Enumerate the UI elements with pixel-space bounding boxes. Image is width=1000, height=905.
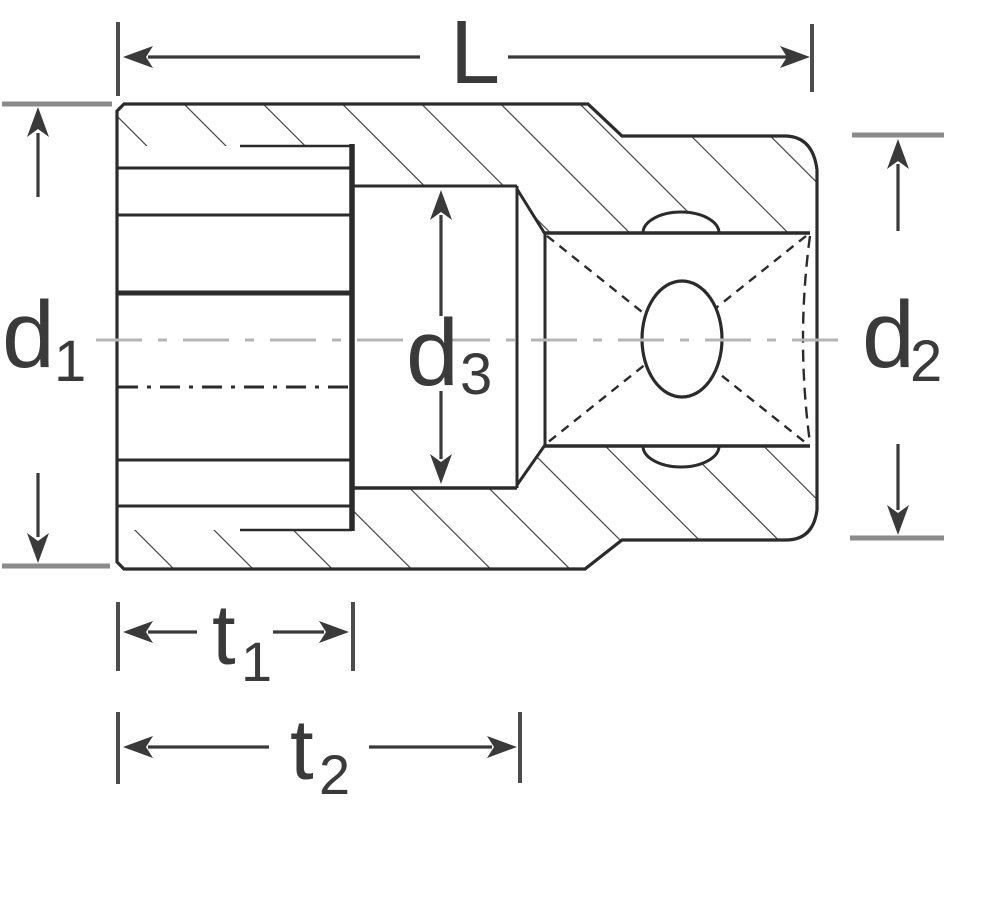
dim-label-base: d	[2, 282, 55, 388]
dim-label-L: L	[450, 3, 500, 103]
dimension-ticks	[116, 22, 814, 784]
arrowhead-down-icon	[887, 505, 909, 535]
dim-label-sub: 2	[910, 329, 942, 394]
drawing-lines	[115, 102, 819, 571]
d3-chamfer-bottom	[515, 444, 547, 486]
dim-label-base: L	[450, 3, 500, 103]
arrowhead-right-icon	[487, 736, 517, 758]
dim-label-d3: d 3	[406, 300, 492, 407]
dim-label-sub: 3	[460, 342, 492, 407]
arrowhead-left-icon	[123, 736, 153, 758]
dim-label-t2: t 2	[290, 703, 350, 806]
arrowhead-left-icon	[123, 46, 153, 68]
dim-label-d2: d 2	[862, 282, 942, 394]
dim-label-base: d	[862, 282, 915, 388]
arrowhead-right-icon	[780, 46, 810, 68]
arrowhead-right-icon	[319, 621, 349, 643]
socket-body-outline	[115, 102, 819, 571]
dim-label-base: t	[290, 703, 314, 798]
dim-label-base: t	[212, 588, 236, 683]
dim-label-sub: 2	[319, 743, 350, 806]
arrowhead-up-icon	[887, 139, 909, 169]
dim-label-d1: d 1	[2, 282, 86, 394]
arrowhead-up-icon	[27, 107, 49, 137]
arrowhead-down-icon	[27, 533, 49, 563]
dim-label-base: d	[406, 300, 459, 406]
arrowhead-down-icon	[430, 454, 452, 484]
hatch-bottom-wall	[117, 446, 817, 569]
extension-bars	[2, 101, 944, 569]
d3-cavity	[352, 184, 547, 490]
dim-label-sub: 1	[54, 329, 86, 394]
dim-label-t1: t 1	[212, 588, 272, 693]
hex-bore-lines	[117, 144, 355, 532]
dimension-lines	[36, 55, 900, 749]
arrowhead-left-icon	[123, 621, 153, 643]
arrowhead-up-icon	[430, 190, 452, 220]
dim-label-sub: 1	[241, 630, 272, 693]
ball-recess-bottom-arc	[641, 444, 721, 469]
d3-chamfer-top	[515, 188, 547, 235]
ball-recess-top-arc	[641, 210, 721, 235]
dimension-arrowheads	[27, 46, 909, 758]
dimension-labels: L d 1 d 2 d 3 t 1 t 2	[2, 3, 942, 806]
